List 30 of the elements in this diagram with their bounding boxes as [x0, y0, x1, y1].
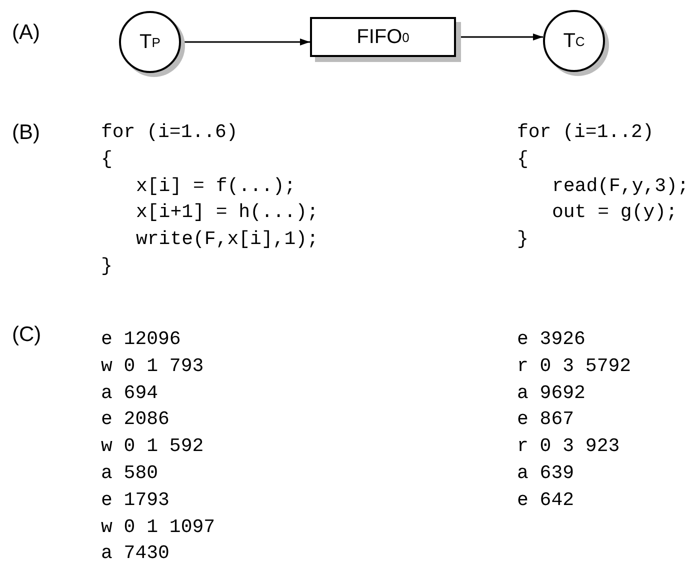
code-line: } — [101, 257, 112, 276]
trace-line: e 1793 — [101, 490, 170, 510]
code-line: { — [101, 150, 112, 169]
trace-line: e 642 — [517, 490, 574, 510]
code-line: x[i] = f(...); — [136, 176, 296, 196]
trace-line: r 0 3 923 — [517, 437, 620, 456]
trace-line: r 0 3 5792 — [517, 356, 632, 376]
trace-line: w 0 1 793 — [101, 356, 204, 376]
trace-line: a 9692 — [517, 384, 586, 403]
code-line: write(F,x[i],1); — [136, 230, 318, 250]
section-label: (A) — [12, 22, 40, 43]
trace-line: e 12096 — [101, 330, 181, 349]
trace-line: a 694 — [101, 384, 158, 403]
trace-line: e 2086 — [101, 410, 170, 430]
trace-line: a 7430 — [101, 544, 170, 564]
code-line: for (i=1..2) — [517, 123, 654, 142]
code-line: } — [517, 230, 528, 250]
code-line: for (i=1..6) — [101, 123, 238, 142]
section-label: (B) — [12, 122, 40, 143]
trace-line: w 0 1 592 — [101, 437, 204, 456]
code-line: x[i+1] = h(...); — [136, 203, 318, 222]
trace-line: a 639 — [517, 464, 574, 483]
trace-line: a 580 — [101, 464, 158, 483]
section-label: (C) — [12, 324, 42, 345]
code-line: { — [517, 150, 528, 169]
trace-line: e 3926 — [517, 330, 586, 349]
code-line: read(F,y,3); — [552, 176, 689, 196]
code-line: out = g(y); — [552, 203, 678, 222]
trace-line: e 867 — [517, 410, 574, 430]
trace-line: w 0 1 1097 — [101, 518, 216, 537]
